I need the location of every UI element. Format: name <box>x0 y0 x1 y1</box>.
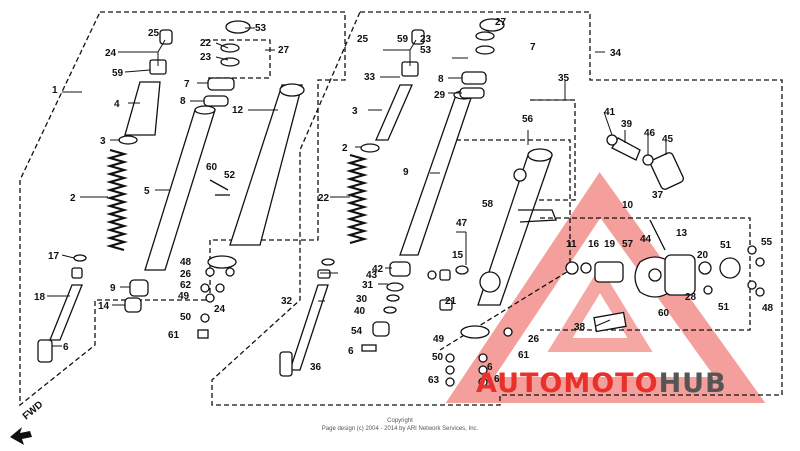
right-fork-outline <box>211 11 783 406</box>
callout-60: 60 <box>658 308 670 319</box>
callout-48: 48 <box>762 303 774 314</box>
callout-3: 3 <box>352 106 358 117</box>
callout-12: 12 <box>232 105 244 116</box>
callout-62: 62 <box>494 374 506 385</box>
callout-41: 41 <box>604 107 616 118</box>
callout-23: 23 <box>420 34 432 45</box>
watermark-text: AUTOMOTOHUB <box>476 368 727 399</box>
callout-26: 26 <box>528 334 540 345</box>
callout-37: 37 <box>652 190 664 201</box>
callout-57: 57 <box>622 239 634 250</box>
callout-9: 9 <box>403 167 409 178</box>
callout-11: 11 <box>566 239 577 250</box>
callout-19: 19 <box>604 239 616 250</box>
callout-13: 13 <box>676 228 688 239</box>
callout-28: 28 <box>685 292 697 303</box>
callout-31: 31 <box>362 280 374 291</box>
callout-44: 44 <box>640 234 652 245</box>
callout-62: 62 <box>180 280 192 291</box>
callout-1: 1 <box>52 85 58 96</box>
callout-24: 24 <box>214 304 226 315</box>
callout-50: 50 <box>180 312 192 323</box>
callout-38: 38 <box>574 322 586 333</box>
callout-6: 6 <box>487 362 493 373</box>
callout-36: 36 <box>310 362 322 373</box>
callout-20: 20 <box>697 250 709 261</box>
callout-15: 15 <box>452 250 464 261</box>
callout-34: 34 <box>610 48 622 59</box>
callout-63: 63 <box>428 375 440 386</box>
copyright-heading: Copyright <box>387 418 413 424</box>
right-fork-parts <box>279 18 765 387</box>
callout-14: 14 <box>98 301 110 312</box>
callout-3: 3 <box>100 136 106 147</box>
callout-60: 60 <box>206 162 218 173</box>
leader-lines <box>47 27 667 347</box>
callout-2: 2 <box>342 143 348 154</box>
callout-54: 54 <box>351 326 363 337</box>
callout-21: 21 <box>445 296 457 307</box>
callout-6: 6 <box>63 342 69 353</box>
callout-42: 42 <box>372 264 384 275</box>
callout-27: 27 <box>495 17 507 28</box>
callout-8: 8 <box>180 96 186 107</box>
callout-58: 58 <box>482 199 494 210</box>
callout-40: 40 <box>354 306 366 317</box>
callout-30: 30 <box>356 294 368 305</box>
left-fork-parts <box>37 20 305 363</box>
callout-labels: 1242559432171862223532778125605291448266… <box>34 17 774 386</box>
callout-49: 49 <box>178 291 190 302</box>
callout-59: 59 <box>112 68 124 79</box>
callout-52: 52 <box>224 170 236 181</box>
callout-39: 39 <box>621 119 633 130</box>
callout-10: 10 <box>622 200 634 211</box>
callout-7: 7 <box>530 42 536 53</box>
callout-8: 8 <box>438 74 444 85</box>
callout-29: 29 <box>434 90 446 101</box>
callout-45: 45 <box>662 134 674 145</box>
callout-47: 47 <box>456 218 468 229</box>
callout-24: 24 <box>105 48 117 59</box>
copyright-notice: Page design (c) 2004 - 2014 by ARI Netwo… <box>321 426 479 432</box>
callout-16: 16 <box>588 239 600 250</box>
watermark-text-red: AUTOMOTO <box>476 368 659 399</box>
callout-25: 25 <box>148 28 160 39</box>
callout-59: 59 <box>397 34 409 45</box>
callout-49: 49 <box>433 334 445 345</box>
callout-51: 51 <box>720 240 732 251</box>
callout-18: 18 <box>34 292 46 303</box>
callout-43: 43 <box>366 270 378 281</box>
callout-23: 23 <box>200 52 212 63</box>
callout-53: 53 <box>255 23 267 34</box>
callout-25: 25 <box>357 34 369 45</box>
callout-22: 22 <box>200 38 212 49</box>
callout-55: 55 <box>761 237 773 248</box>
callout-56: 56 <box>522 114 534 125</box>
callout-50: 50 <box>432 352 444 363</box>
callout-17: 17 <box>48 251 60 262</box>
callout-5: 5 <box>144 186 150 197</box>
callout-46: 46 <box>644 128 656 139</box>
callout-9: 9 <box>110 283 116 294</box>
callout-26: 26 <box>180 269 192 280</box>
callout-33: 33 <box>364 72 376 83</box>
callout-32: 32 <box>281 296 293 307</box>
callout-61: 61 <box>518 350 530 361</box>
callout-7: 7 <box>184 79 190 90</box>
callout-27: 27 <box>278 45 290 56</box>
callout-6: 6 <box>348 346 354 357</box>
left-fork-outline <box>19 11 346 407</box>
callout-48: 48 <box>180 257 192 268</box>
callout-35: 35 <box>558 73 570 84</box>
callout-61: 61 <box>168 330 180 341</box>
callout-22: 22 <box>318 193 330 204</box>
callout-2: 2 <box>70 193 76 204</box>
callout-51: 51 <box>718 302 730 313</box>
callout-4: 4 <box>114 99 120 110</box>
watermark-text-gray: HUB <box>658 368 727 399</box>
callout-53: 53 <box>420 45 432 56</box>
